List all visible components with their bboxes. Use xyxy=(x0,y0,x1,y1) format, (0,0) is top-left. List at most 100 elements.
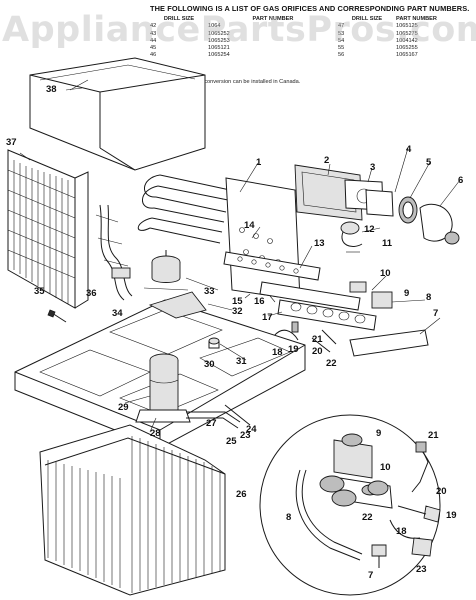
table-cell: 1065253 xyxy=(208,37,230,44)
callout-4: 4 xyxy=(406,144,412,155)
igniter-assembly xyxy=(273,321,337,353)
side-grille-panel xyxy=(7,149,89,309)
table-cell: 44 xyxy=(150,37,157,44)
inducer-motor xyxy=(419,203,460,245)
callout-30: 30 xyxy=(204,359,215,370)
detail-callout-23: 23 xyxy=(416,564,427,575)
collector-box xyxy=(294,164,363,221)
column-header: PART NUMBER xyxy=(252,16,294,22)
table-cell: 45 xyxy=(150,45,157,52)
table-cell: 1004142 xyxy=(396,37,418,44)
detail-callout-8: 8 xyxy=(286,512,291,523)
callout-1: 1 xyxy=(256,157,262,168)
callout-leaders xyxy=(19,87,461,433)
callout-7: 7 xyxy=(433,308,438,319)
condenser-coil xyxy=(39,424,226,596)
table-cell: 46 xyxy=(150,52,157,59)
callout-23: 23 xyxy=(240,430,251,441)
gas-valve-detail xyxy=(259,414,441,596)
top-cover-panel xyxy=(29,57,206,171)
detail-callout-18: 18 xyxy=(396,526,407,537)
table-cell: 1065252 xyxy=(208,30,230,37)
callout-16: 16 xyxy=(254,296,265,307)
inducer-ring xyxy=(398,196,418,224)
inducer-plate xyxy=(365,189,394,217)
callout-17: 17 xyxy=(262,312,273,323)
table-cell: 1064 xyxy=(208,23,221,30)
table-cell: 55 xyxy=(338,45,345,52)
callout-27: 27 xyxy=(206,418,217,429)
callout-29: 29 xyxy=(118,402,129,413)
table-cell: 54 xyxy=(338,37,345,44)
callout-26: 26 xyxy=(236,489,247,500)
detail-callout-9: 9 xyxy=(376,428,381,439)
callout-20: 20 xyxy=(312,346,323,357)
callout-37: 37 xyxy=(6,137,17,148)
gas-valve-small xyxy=(349,281,393,309)
burner-manifold xyxy=(223,251,321,281)
callout-labels: 1 2 3 4 5 6 7 8 9 10 11 12 13 14 15 16 1… xyxy=(6,84,463,581)
table-cell: 1065254 xyxy=(208,52,230,59)
detail-callout-19: 19 xyxy=(446,510,457,521)
mounting-screw xyxy=(47,309,67,323)
table-cell: 42 xyxy=(150,23,157,30)
table-row: 42 1064 47 1065125 xyxy=(150,23,437,30)
table-cell: 1065275 xyxy=(396,30,418,37)
table-row: 46 1065254 56 1065167 xyxy=(150,52,437,59)
compressor xyxy=(135,353,191,423)
callout-13: 13 xyxy=(314,238,325,249)
table-row: 45 1065121 55 1065255 xyxy=(150,45,437,52)
table-cell: 43 xyxy=(150,30,157,37)
column-header: PART NUMBER xyxy=(396,16,437,22)
callout-24: 24 xyxy=(246,424,257,435)
table-cell: 1065121 xyxy=(208,45,230,52)
callout-32: 32 xyxy=(232,306,243,317)
detail-callout-21: 21 xyxy=(428,430,439,441)
blower-motor xyxy=(143,250,189,291)
table-cell: 1065125 xyxy=(396,23,418,30)
detail-callout-10: 10 xyxy=(380,462,391,473)
callout-35: 35 xyxy=(34,286,45,297)
callout-21: 21 xyxy=(312,334,323,345)
callout-8: 8 xyxy=(426,292,431,303)
callout-11: 11 xyxy=(382,238,393,249)
callout-3: 3 xyxy=(370,162,375,173)
column-header: DRILL SIZE xyxy=(163,16,195,22)
callout-5: 5 xyxy=(426,157,432,168)
table-cell: 47 xyxy=(338,23,345,30)
column-header: DRILL SIZE xyxy=(351,16,383,22)
orifice-table-title: THE FOLLOWING IS A LIST OF GAS ORIFICES … xyxy=(150,4,470,13)
pressure-switch xyxy=(340,221,363,247)
table-cell: 56 xyxy=(338,52,345,59)
callout-34: 34 xyxy=(112,308,123,319)
table-cell: 1065255 xyxy=(396,45,418,52)
callout-10: 10 xyxy=(380,268,391,279)
callout-28: 28 xyxy=(150,428,161,439)
callout-25: 25 xyxy=(226,436,237,447)
orifice-table: DRILL SIZE PART NUMBER DRILL SIZE PART N… xyxy=(150,16,437,60)
altitude-footnote: No field high altitude conversion can be… xyxy=(152,79,301,85)
valve-bracket xyxy=(349,329,429,357)
detail-callout-22: 22 xyxy=(362,512,373,523)
callout-36: 36 xyxy=(86,288,97,299)
callout-22: 22 xyxy=(326,358,337,369)
burner-assembly xyxy=(259,281,377,331)
callout-38: 38 xyxy=(46,84,57,95)
callout-15: 15 xyxy=(232,296,243,307)
callout-31: 31 xyxy=(236,356,247,367)
detail-callout-7: 7 xyxy=(368,570,373,581)
callout-33: 33 xyxy=(204,286,215,297)
wiring-harness xyxy=(95,204,133,301)
table-cell: 1065167 xyxy=(396,52,418,59)
detail-callout-20: 20 xyxy=(436,486,447,497)
table-row: 43 1065252 53 1065275 xyxy=(150,31,437,38)
callout-19: 19 xyxy=(288,344,299,355)
callout-2: 2 xyxy=(324,155,329,166)
callout-6: 6 xyxy=(458,175,463,186)
callout-9: 9 xyxy=(404,288,409,299)
table-row: 44 1065253 54 1004142 xyxy=(150,38,437,45)
callout-14: 14 xyxy=(244,220,255,231)
drain-cap xyxy=(208,337,220,349)
callout-18: 18 xyxy=(272,347,283,358)
